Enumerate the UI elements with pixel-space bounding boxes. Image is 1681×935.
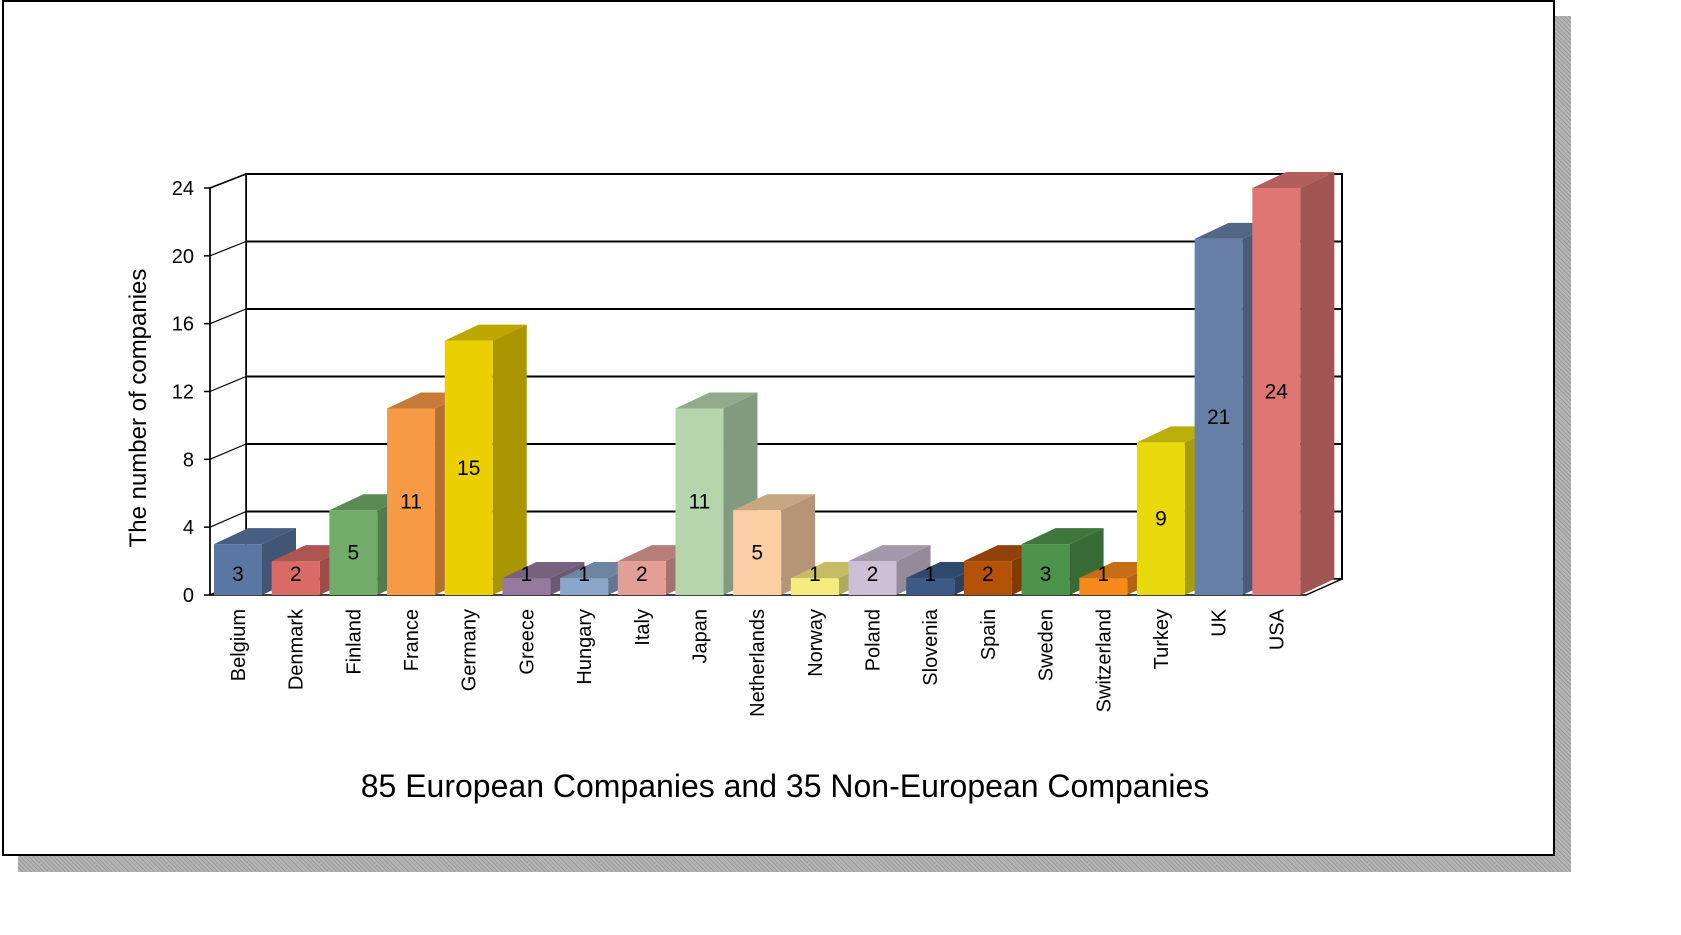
x-tick-label: Switzerland [1093, 609, 1115, 712]
bar-front [387, 408, 436, 595]
data-label: 1 [1097, 563, 1109, 586]
data-label: 2 [982, 563, 994, 586]
data-label: 5 [348, 542, 360, 565]
x-tick-label: Turkey [1151, 609, 1173, 669]
bar-top [214, 528, 296, 545]
bar-front [329, 510, 378, 595]
gridline-side [209, 443, 247, 460]
bar-front [617, 561, 666, 595]
data-label: 1 [809, 563, 821, 586]
chart-caption: 85 European Companies and 35 Non-Europea… [360, 768, 1210, 804]
y-tick-label: 16 [172, 314, 194, 336]
y-tick-label: 12 [172, 382, 194, 404]
bar-front [790, 578, 839, 595]
x-tick-label: Sweden [1036, 609, 1058, 681]
bar-top [1252, 172, 1335, 188]
y-tick-label: 8 [183, 449, 194, 471]
gridline-side [209, 173, 247, 189]
bar-top [733, 494, 816, 511]
bar-poland: 2 [848, 545, 931, 595]
y-tick-label: 0 [183, 585, 194, 607]
data-label: 1 [578, 563, 590, 586]
bar-front [560, 578, 609, 595]
gridline-side [209, 375, 247, 393]
bar-usa: 24 [1252, 172, 1335, 595]
x-tick-label: Poland [863, 609, 885, 671]
bar-front [1194, 238, 1243, 595]
data-label: 11 [689, 491, 711, 514]
x-tick-label: USA [1266, 608, 1288, 650]
bar-front [1021, 544, 1070, 595]
bar-front [1136, 442, 1185, 595]
data-label: 3 [1040, 563, 1052, 586]
x-tick-label: France [401, 609, 423, 671]
bar-top [848, 545, 931, 562]
gridline-side [209, 308, 247, 325]
x-tick-label: Japan [689, 609, 711, 664]
x-tick-label: Denmark [286, 608, 308, 690]
x-tick-label: Greece [516, 609, 538, 675]
data-label: 5 [751, 542, 763, 565]
bar-netherlands: 5 [733, 494, 816, 595]
data-label: 1 [924, 563, 936, 586]
x-tick-label: Slovenia [920, 608, 942, 686]
bar-front [1252, 188, 1301, 595]
data-label: 24 [1265, 381, 1289, 404]
bar-front [848, 561, 897, 595]
bar-greece: 1 [502, 562, 585, 595]
bar-front [271, 561, 320, 595]
data-label: 21 [1207, 406, 1230, 429]
bar-front [675, 408, 724, 595]
x-tick-label: Germany [459, 609, 481, 691]
bar-top [1021, 528, 1104, 545]
bar-side [492, 324, 527, 595]
x-tick-label: UK [1209, 608, 1231, 636]
data-label: 1 [521, 563, 533, 586]
bar-front [963, 561, 1012, 595]
x-tick-label: Belgium [228, 609, 250, 681]
bar-front [444, 340, 493, 595]
data-label: 2 [636, 563, 648, 586]
x-tick-label: Hungary [574, 609, 596, 685]
x-tick-label: Italy [632, 609, 654, 646]
bar-side [1300, 172, 1335, 595]
bar-front [1079, 578, 1128, 595]
gridline-side [209, 240, 247, 257]
data-label: 3 [232, 563, 244, 586]
x-tick-label: Norway [805, 609, 827, 677]
bar-japan: 11 [675, 392, 758, 595]
bar-front [733, 510, 782, 595]
bar-front [214, 544, 262, 595]
bar-front [906, 578, 955, 595]
y-tick-label: 24 [172, 178, 194, 200]
y-tick-label: 20 [172, 246, 194, 268]
bar-top [675, 392, 758, 409]
data-label: 9 [1155, 508, 1167, 531]
data-label: 15 [457, 457, 480, 480]
y-tick-label: 4 [183, 517, 194, 539]
bar-germany: 15 [444, 324, 527, 595]
x-tick-label: Netherlands [747, 609, 769, 717]
x-tick-label: Finland [343, 609, 365, 675]
gridline-side [209, 510, 247, 528]
bar-top [444, 324, 527, 341]
bar-top [502, 562, 585, 579]
y-axis-label: The number of companies [125, 269, 152, 548]
data-label: 2 [867, 563, 879, 586]
x-tick-label: Spain [978, 609, 1000, 660]
bar-side [781, 494, 816, 595]
data-label: 2 [290, 563, 302, 586]
bar-front [502, 578, 551, 595]
data-label: 11 [400, 491, 422, 514]
